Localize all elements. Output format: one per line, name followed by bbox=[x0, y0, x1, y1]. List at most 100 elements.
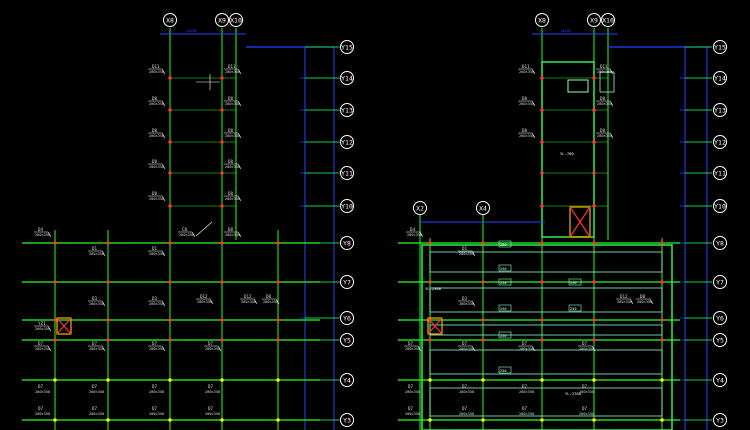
axis-bubble-label: Y10 bbox=[714, 203, 726, 211]
column-node bbox=[220, 108, 224, 112]
column-node bbox=[276, 338, 280, 342]
beam-tag: 250 bbox=[498, 278, 512, 286]
axis-bubble-circle bbox=[713, 413, 727, 427]
column-size: 200×350 bbox=[35, 347, 50, 351]
column-node bbox=[106, 338, 110, 342]
column-node bbox=[592, 241, 596, 245]
column-tag: YZ1 bbox=[38, 321, 46, 326]
beam-outline bbox=[429, 251, 663, 273]
axis-bubble-x10: X10 bbox=[601, 13, 615, 27]
axis-bubble-y14: Y14 bbox=[713, 71, 727, 85]
column-node bbox=[106, 241, 110, 245]
column-tag: D7 bbox=[582, 406, 588, 411]
stair-box bbox=[567, 79, 589, 93]
column-node bbox=[481, 241, 485, 245]
axis-bubble-label: Y11 bbox=[714, 170, 726, 178]
core-wall-outline bbox=[541, 61, 595, 238]
column-node bbox=[220, 418, 224, 422]
column-size: 200×350 bbox=[519, 390, 534, 394]
axis-bubble-y13: Y13 bbox=[340, 103, 354, 117]
column-size: 200×350 bbox=[459, 302, 474, 306]
axis-bubble-label: Y12 bbox=[341, 139, 353, 147]
column-size: 200×350 bbox=[89, 390, 104, 394]
beam-tag-box bbox=[568, 304, 582, 312]
beam-tag-box bbox=[498, 366, 512, 374]
axis-bubble-circle bbox=[713, 275, 727, 289]
column-node bbox=[540, 140, 544, 144]
column-size: 200×350 bbox=[459, 390, 474, 394]
beam-tag: 250 bbox=[498, 240, 512, 248]
beam-outline bbox=[429, 287, 663, 313]
leader-line bbox=[518, 100, 536, 107]
slab-tag: YL-2300 bbox=[425, 286, 442, 291]
column-node bbox=[540, 280, 544, 284]
leader-line bbox=[204, 345, 222, 352]
column-node bbox=[481, 280, 485, 284]
beam-tag-text: 250 bbox=[500, 267, 507, 271]
axis-bubble-circle bbox=[215, 13, 229, 27]
column-size: 200×350 bbox=[579, 412, 594, 416]
column-node bbox=[276, 280, 280, 284]
axis-bubble-x8: X8 bbox=[163, 13, 177, 27]
axis-bubble-label: Y13 bbox=[341, 107, 353, 115]
column-node bbox=[168, 204, 172, 208]
axis-bubble-label: Y10 bbox=[341, 203, 353, 211]
axis-bubble-label: Y6 bbox=[716, 315, 724, 323]
column-tag: D8 bbox=[266, 294, 272, 299]
axis-bubble-y11: Y11 bbox=[340, 166, 354, 180]
column-size: 200×350 bbox=[263, 300, 278, 304]
column-size: 200×350 bbox=[205, 390, 220, 394]
brace-diagonal bbox=[427, 317, 443, 335]
axis-bubble-y3: Y3 bbox=[340, 413, 354, 427]
axis-bubble-label: X8 bbox=[538, 17, 546, 25]
column-node bbox=[428, 241, 432, 245]
axis-bubble-x9: X9 bbox=[587, 13, 601, 27]
beam-outline bbox=[429, 349, 663, 375]
annotation-line bbox=[195, 221, 213, 237]
column-node bbox=[592, 280, 596, 284]
column-size: 200×350 bbox=[89, 252, 104, 256]
column-tag: D11 bbox=[600, 64, 608, 69]
axis-bubble-circle bbox=[476, 201, 490, 215]
axis-bubble-x10: X10 bbox=[229, 13, 243, 27]
column-node bbox=[592, 318, 596, 322]
axis-bubble-y10: Y10 bbox=[713, 199, 727, 213]
column-tag: D8 bbox=[152, 128, 158, 133]
column-tag: D8 bbox=[228, 96, 234, 101]
beam-tag-box bbox=[498, 278, 512, 286]
column-node bbox=[168, 338, 172, 342]
column-tag: D7 bbox=[208, 406, 214, 411]
column-node bbox=[481, 338, 485, 342]
column-node bbox=[106, 378, 110, 382]
beam-tag-text: 250 bbox=[500, 334, 507, 338]
axis-bubble-x2: X2 bbox=[413, 201, 427, 215]
axis-bubble-y13: Y13 bbox=[713, 103, 727, 117]
axis-bubble-x4: X4 bbox=[476, 201, 490, 215]
column-tag: D7 bbox=[208, 384, 214, 389]
beam-tag: 250 bbox=[498, 264, 512, 272]
column-node bbox=[592, 378, 596, 382]
axis-bubble-label: X9 bbox=[218, 17, 226, 25]
column-tag: D8 bbox=[228, 227, 234, 232]
column-size: 200×350 bbox=[149, 102, 164, 106]
column-size: 200×350 bbox=[89, 302, 104, 306]
column-node bbox=[168, 280, 172, 284]
axis-bubble-label: Y3 bbox=[343, 417, 351, 425]
braced-bay-frame bbox=[427, 317, 443, 335]
axis-bubble-circle bbox=[713, 40, 727, 54]
column-size: 200×350 bbox=[519, 102, 534, 106]
column-node bbox=[660, 241, 664, 245]
